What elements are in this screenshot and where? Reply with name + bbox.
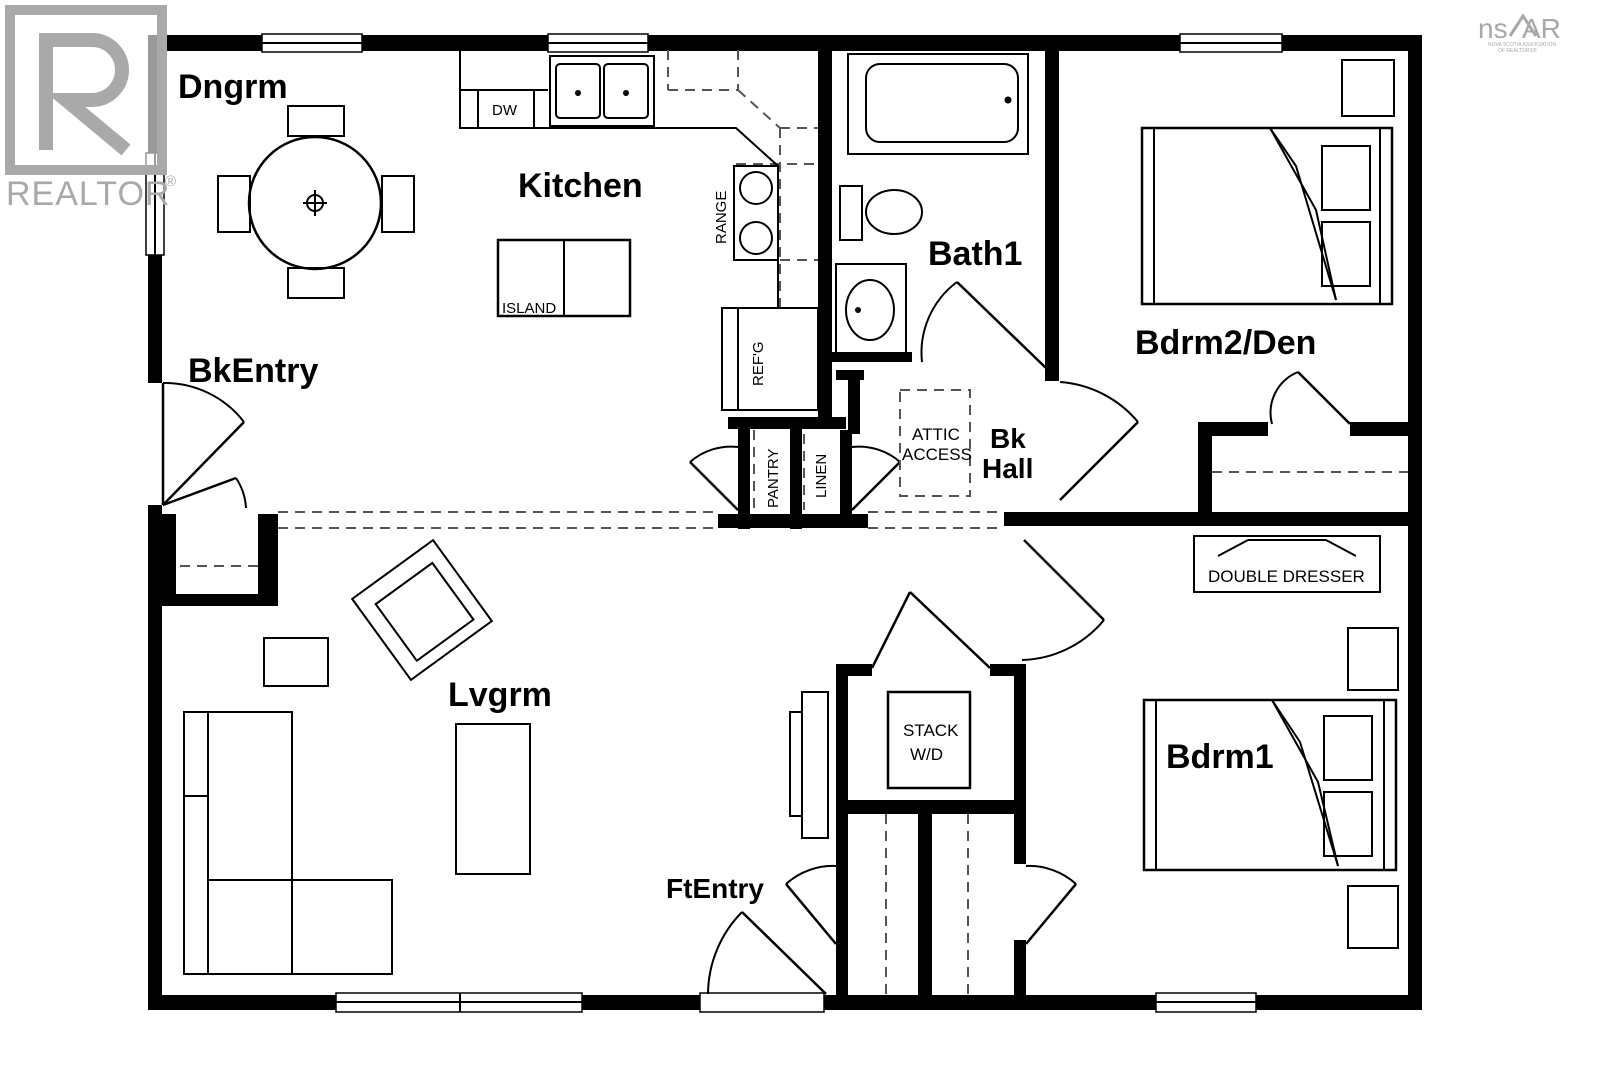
sectional-sofa [183,711,393,975]
label-attic-2: ACCESS [902,445,972,464]
label-stack-2: W/D [910,745,943,764]
label-pantry: PANTRY [765,449,782,508]
kitchen-fixtures [459,50,819,411]
windows [145,33,1283,1013]
bath-fixtures [835,53,1029,355]
label-living: Lvgrm [448,676,552,714]
realtor-r-icon [5,5,167,175]
realtor-wordmark: REALTOR [6,175,170,213]
fixture-labels: DW ISLAND RANGE REF'G PANTRY LINEN ATTIC… [492,102,1365,764]
label-back-hall-1: Bk [990,423,1026,454]
label-bedroom2: Bdrm2/Den [1135,324,1316,362]
room-labels: Dngrm Kitchen Bath1 Bdrm2/Den BkEntry Bk… [178,68,1316,904]
kitchen-sink [549,55,655,127]
dishwasher [477,89,535,129]
bed1 [1142,698,1398,872]
toilet-tank [839,185,863,241]
bed2 [1140,126,1394,306]
nsar-subtitle-1: NOVA SCOTIA ASSOCIATION [1488,42,1557,48]
refrigerator [721,307,819,411]
label-front-entry: FtEntry [666,873,764,904]
living-furniture [183,538,829,975]
house-icon [1508,13,1538,37]
label-bath: Bath1 [928,235,1022,273]
double-dresser [1193,535,1381,593]
label-dw: DW [492,102,518,119]
bedroom1-furniture [1142,535,1399,949]
vanity [835,263,907,355]
label-back-entry: BkEntry [188,352,318,390]
interior-walls [160,45,1420,1000]
realtor-registered: ® [165,173,176,190]
nsar-logo: ns AR NOVA SCOTIA ASSOCIATION OF REALTOR… [1478,13,1561,54]
nsar-wordmark-start: ns [1478,13,1508,44]
realtor-logo: REALTOR ® [5,5,176,213]
label-bedroom1: Bdrm1 [1166,738,1274,776]
label-double-dresser: DOUBLE DRESSER [1208,567,1365,586]
label-kitchen: Kitchen [518,167,643,205]
tv-unit [801,691,829,839]
label-linen: LINEN [813,454,830,498]
dashed-guides [180,50,1408,994]
bedroom2-furniture [1140,59,1395,306]
nsar-wordmark-end: AR [1522,13,1561,44]
label-fridge: REF'G [750,341,767,386]
label-stack-1: STACK [903,721,959,740]
range [733,165,779,261]
label-attic-1: ATTIC [912,425,960,444]
label-range: RANGE [713,191,730,244]
side-table [263,637,329,687]
label-dining: Dngrm [178,68,288,106]
dining-table [217,105,415,299]
attic-access [899,389,971,497]
doors [161,281,1351,995]
label-island: ISLAND [502,300,556,317]
stack-washer-dryer [886,690,972,790]
bathtub [847,53,1029,155]
coffee-table [455,723,531,875]
nsar-subtitle-2: OF REALTORS® [1498,47,1537,54]
label-back-hall-2: Hall [982,453,1033,484]
